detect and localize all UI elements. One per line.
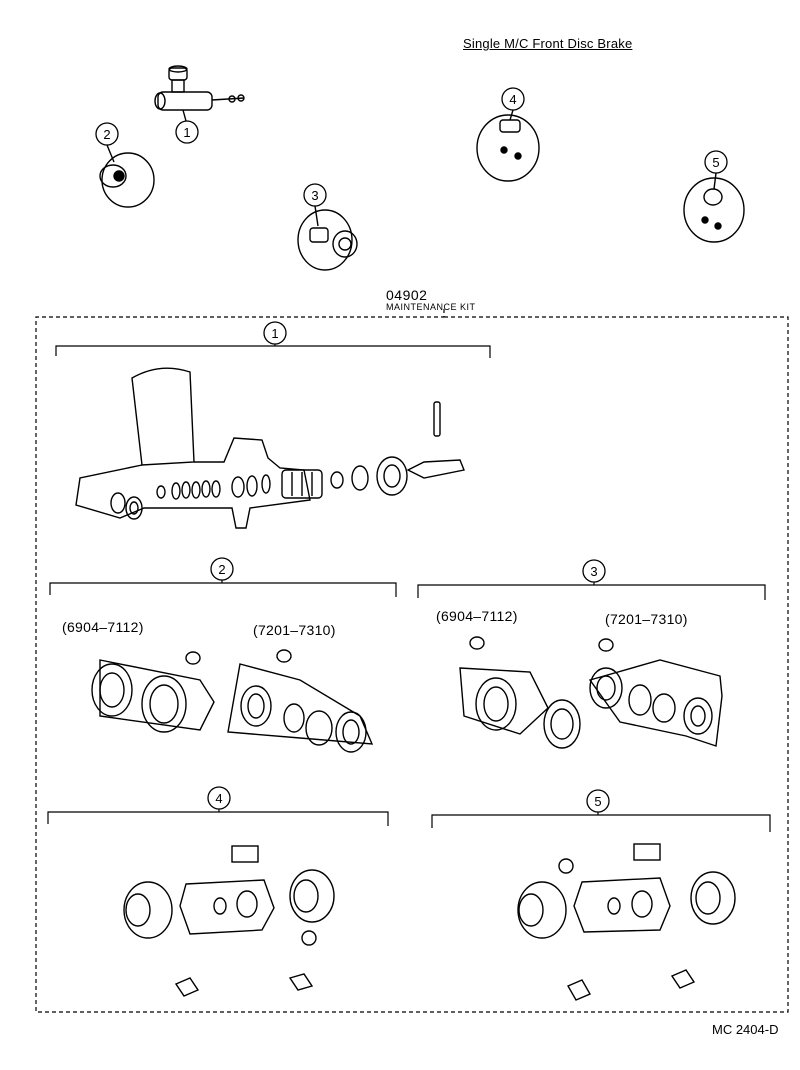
section-2-bracket bbox=[49, 582, 397, 597]
callout-circle-4 bbox=[501, 87, 525, 111]
section-5-bracket bbox=[431, 814, 771, 832]
section-2-range-late: (7201–7310) bbox=[253, 622, 336, 638]
section-5-circle bbox=[586, 789, 610, 813]
kit-code: 04902 bbox=[386, 287, 428, 303]
section-3-circle bbox=[582, 559, 606, 583]
section-1-circle bbox=[263, 321, 287, 345]
caliper-kit-2b-icon bbox=[227, 649, 374, 753]
wheel-cylinder-kit-4-icon bbox=[123, 845, 335, 997]
caliper-kit-3b-icon bbox=[588, 638, 723, 747]
master-cylinder-assembly-icon bbox=[154, 65, 245, 122]
section-3-number: 3 bbox=[590, 564, 597, 579]
wheel-cylinder-kit-5-icon bbox=[517, 843, 736, 1001]
section-4-bracket bbox=[47, 811, 389, 826]
section-1-number: 1 bbox=[271, 326, 278, 341]
caliper-kit-2a-icon bbox=[91, 651, 215, 733]
master-cylinder-kit-icon bbox=[75, 367, 465, 529]
callout-circle-2 bbox=[95, 122, 119, 146]
section-4-circle bbox=[207, 786, 231, 810]
callout-5: 5 bbox=[712, 155, 719, 170]
section-1-bracket bbox=[55, 345, 491, 358]
section-2-range-early: (6904–7112) bbox=[62, 619, 144, 635]
callout-circle-3 bbox=[303, 183, 327, 207]
callout-circle-1 bbox=[175, 120, 199, 144]
reference-code: MC 2404-D bbox=[712, 1022, 779, 1037]
callout-1: 1 bbox=[183, 125, 190, 140]
kit-name: MAINTENANCE KIT bbox=[386, 302, 476, 312]
booster-2-icon bbox=[99, 144, 155, 208]
section-4-number: 4 bbox=[215, 791, 222, 806]
maintenance-kit-border bbox=[35, 309, 789, 1013]
callout-3: 3 bbox=[311, 188, 318, 203]
booster-4-icon bbox=[476, 109, 540, 182]
section-3-range-early: (6904–7112) bbox=[436, 608, 518, 624]
section-5-number: 5 bbox=[594, 794, 601, 809]
section-2-circle bbox=[210, 557, 234, 581]
section-3-range-late: (7201–7310) bbox=[605, 611, 688, 627]
booster-5-icon bbox=[683, 172, 745, 243]
callout-2: 2 bbox=[103, 127, 110, 142]
diagram-title: Single M/C Front Disc Brake bbox=[463, 36, 633, 51]
booster-3-icon bbox=[297, 205, 358, 271]
callout-4: 4 bbox=[509, 92, 516, 107]
caliper-kit-3a-icon bbox=[459, 636, 581, 749]
section-2-number: 2 bbox=[218, 562, 225, 577]
section-3-bracket bbox=[417, 584, 766, 600]
callout-circle-5 bbox=[704, 150, 728, 174]
